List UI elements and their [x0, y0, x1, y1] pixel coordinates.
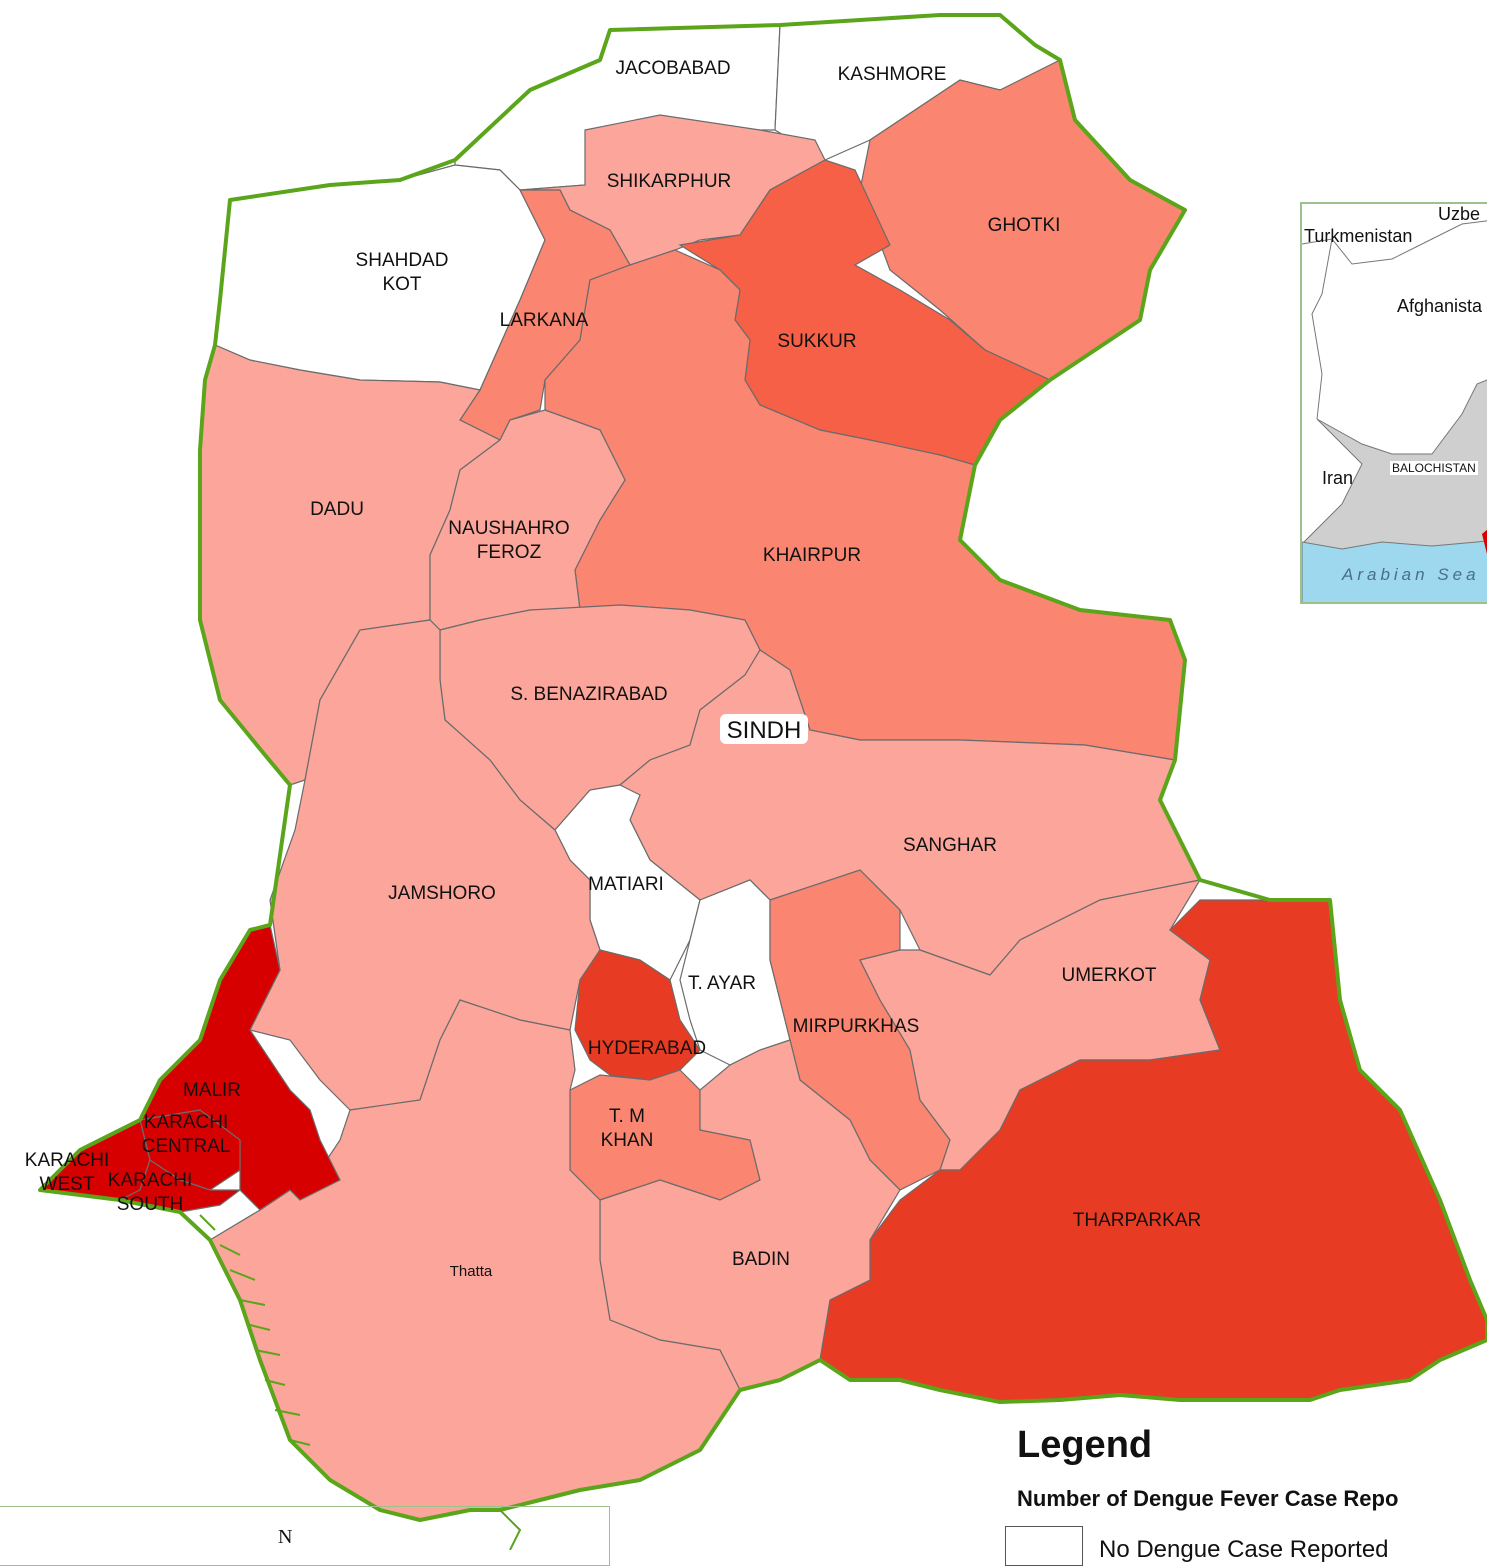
label-tmkhan-2: KHAN — [601, 1130, 654, 1151]
label-khairpur: KHAIRPUR — [763, 545, 861, 566]
label-karachi-central-2: CENTRAL — [142, 1136, 231, 1157]
north-arrow-frame — [0, 1506, 610, 1566]
inset-label-turkmenistan: Turkmenistan — [1304, 226, 1413, 246]
coastal-creeks — [199, 1214, 522, 1550]
district-hyderabad[interactable] — [574, 949, 701, 1081]
inset-label-afghanistan: Afghanista — [1397, 296, 1483, 316]
label-larkana: LARKANA — [500, 310, 589, 331]
label-malir: MALIR — [183, 1080, 241, 1101]
label-province: SINDH — [727, 717, 802, 744]
label-shahdad-kot-1: SHAHDAD — [356, 250, 449, 271]
legend-subtitle: Number of Dengue Fever Case Repo — [1017, 1486, 1399, 1511]
inset-sea — [1302, 540, 1487, 602]
legend-item-none-label: No Dengue Case Reported — [1099, 1536, 1389, 1563]
inset-label-balochistan: BALOCHISTAN — [1390, 461, 1478, 475]
legend-swatch-none — [1005, 1526, 1083, 1566]
inset-label-iran: Iran — [1322, 468, 1354, 488]
label-hyderabad: HYDERABAD — [588, 1038, 706, 1059]
inset-locator-map: Uzbe Turkmenistan Afghanista Iran BALOCH… — [1300, 202, 1487, 604]
province-label-halo — [720, 714, 808, 744]
inset-map-graphic — [1302, 220, 1487, 602]
province-boundary — [38, 13, 1487, 1522]
inset-sindh-highlight — [1482, 529, 1487, 554]
label-tmkhan-1: T. M — [609, 1106, 645, 1127]
north-arrow-label: N — [278, 1526, 293, 1548]
inset-afghanistan-border — [1302, 220, 1487, 420]
label-dadu: DADU — [310, 499, 364, 520]
label-naushahro-2: FEROZ — [477, 542, 542, 563]
label-karachi-south-1: KARACHI — [108, 1170, 192, 1191]
district-larkana[interactable] — [459, 189, 631, 441]
label-tayar: T. AYAR — [688, 973, 756, 994]
legend-item-none: No Dengue Case Reported — [1005, 1526, 1389, 1566]
label-sukkur: SUKKUR — [777, 331, 856, 352]
label-shikarpur: SHIKARPHUR — [607, 171, 732, 192]
label-naushahro-1: NAUSHAHRO — [448, 518, 569, 539]
label-karachi-west-2: WEST — [40, 1174, 95, 1195]
legend-title: Legend — [1017, 1424, 1153, 1466]
district-karachi-south[interactable] — [118, 1159, 242, 1213]
inset-label-sea: Arabian Sea — [1342, 565, 1480, 584]
label-ghotki: GHOTKI — [988, 215, 1061, 236]
label-kashmore: KASHMORE — [838, 64, 947, 85]
label-jamshoro: JAMSHORO — [388, 883, 496, 904]
label-karachi-south-2: SOUTH — [117, 1194, 184, 1215]
label-sanghar: SANGHAR — [903, 835, 997, 856]
label-badin: BADIN — [732, 1249, 790, 1270]
label-karachi-west-1: KARACHI — [25, 1150, 109, 1171]
label-mirpurkhas: MIRPURKHAS — [793, 1016, 920, 1037]
label-tharparkar: THARPARKAR — [1073, 1210, 1201, 1231]
label-karachi-central-1: KARACHI — [144, 1112, 228, 1133]
label-shahdad-kot-2: KOT — [382, 274, 421, 295]
label-matiari: MATIARI — [588, 874, 664, 895]
inset-label-uzbekistan: Uzbe — [1438, 204, 1481, 224]
label-thatta: Thatta — [450, 1263, 493, 1280]
label-umerkot: UMERKOT — [1062, 965, 1157, 986]
label-s-benazirabad: S. BENAZIRABAD — [510, 684, 667, 705]
label-jacobabad: JACOBABAD — [615, 58, 730, 79]
